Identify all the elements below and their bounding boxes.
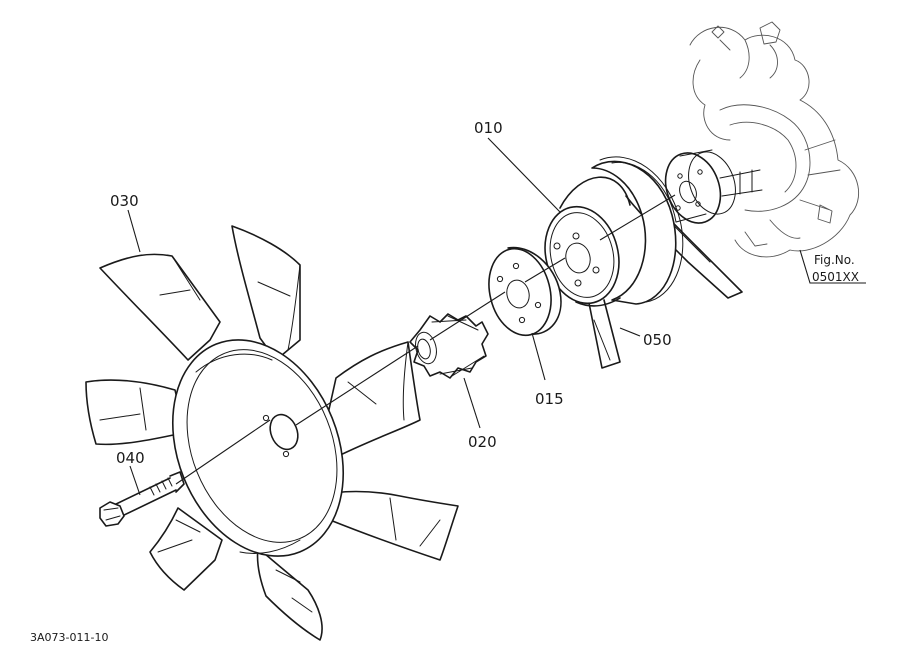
- cooling-fan-030: [85, 225, 459, 641]
- bolt-040: [99, 471, 185, 527]
- part-label-020: 020: [468, 433, 497, 451]
- part-label-015: 015: [535, 390, 564, 408]
- spacer-020: [409, 313, 489, 379]
- figure-ref-line1: Fig.No.: [814, 253, 855, 267]
- part-label-030: 030: [110, 192, 139, 210]
- assembly-axis-line: [175, 194, 676, 485]
- part-label-050: 050: [643, 331, 672, 349]
- part-label-010: 010: [474, 119, 503, 137]
- part-label-040: 040: [116, 449, 145, 467]
- spacer-plate-015: [488, 246, 562, 337]
- engine-water-pump-outline: [664, 21, 859, 258]
- drawing-code: 3A073-011-10: [30, 631, 108, 644]
- leader-lines: [127, 137, 866, 496]
- pulley-010: [544, 156, 684, 307]
- figure-ref-line2: 0501XX: [812, 270, 859, 284]
